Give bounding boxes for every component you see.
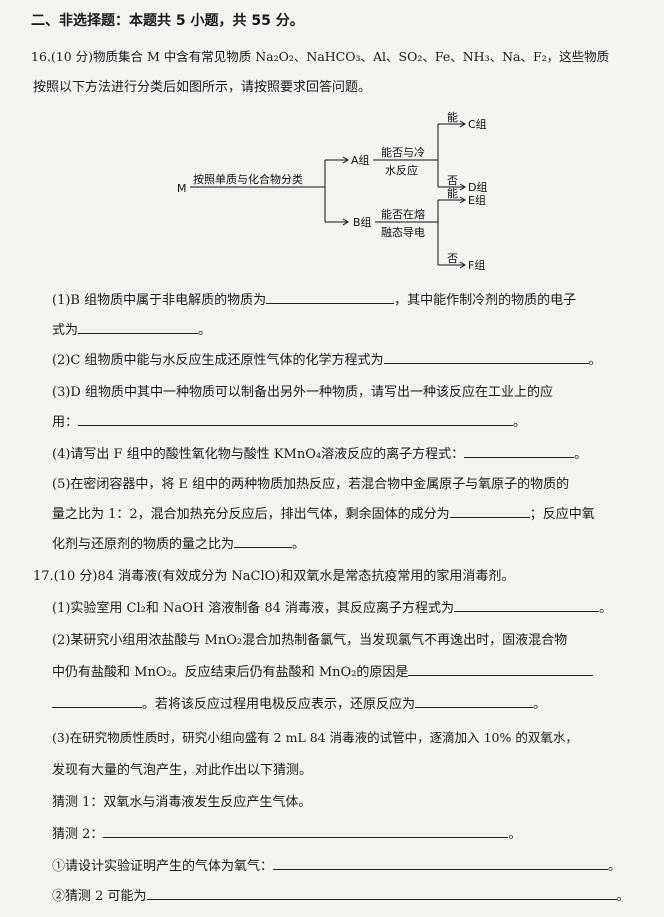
q17-part1-end: 。 [599, 601, 613, 616]
diagram-yes-label-a: 能 [447, 110, 458, 124]
q17-guess2-text: 猜测 2： [52, 827, 104, 842]
q17-stem: 17.(10 分)84 消毒液(有效成分为 NaClO)和双氧水是常态抗疫常用的… [33, 569, 515, 584]
q16-part5-text-c: ；反应中氧 [529, 507, 595, 522]
q17-part2-line2: 中仍有盐酸和 MnO₂。反应结束后仍有盐酸和 MnO₂的原因是 [52, 661, 594, 680]
diagram-group-c: C组 [468, 117, 487, 131]
q17-part1-text: (1)实验室用 Cl₂和 NaOH 溶液制备 84 消毒液，其反应离子方程式为 [52, 601, 455, 616]
q17-part2-line1: (2)某研究小组用浓盐酸与 MnO₂混合加热制备氯气，当发现氯气不再逸出时，固液… [52, 633, 568, 648]
q17-part2-end: 。 [533, 697, 547, 712]
answer-blank[interactable] [273, 857, 609, 870]
q16-part3-text: 用： [52, 415, 79, 430]
diagram-root-label: M [177, 182, 187, 195]
q17-guess2-end: 。 [508, 827, 522, 842]
q17-part1-line: (1)实验室用 Cl₂和 NaOH 溶液制备 84 消毒液，其反应离子方程式为 。 [52, 597, 612, 616]
answer-blank[interactable] [408, 663, 594, 676]
diagram-b-criterion-line1: 能否在熔 [381, 207, 425, 221]
q17-part2-text-c: 。若将该反应过程用电极反应表示，还原反应为 [142, 697, 416, 712]
q16-part5-line3: 化剂与还原剂的物质的量之比为 。 [52, 533, 305, 552]
section-title: 二、非选择题：本题共 5 小题，共 55 分。 [31, 13, 304, 29]
q17-guess1: 猜测 1：双氧水与消毒液发生反应产生气体。 [52, 795, 312, 810]
q16-part1-text-d: 。 [198, 323, 212, 338]
q16-part3-end: 。 [513, 415, 527, 430]
answer-blank[interactable] [383, 351, 589, 364]
q16-part1-text-a: (1)B 组物质中属于非电解质的物质为 [52, 293, 267, 308]
q16-stem-line1: 16.(10 分)物质集合 M 中含有常见物质 Na₂O₂、NaHCO₃、Al、… [31, 49, 610, 64]
q17-check1-line: ①请设计实验证明产生的气体为氧气： 。 [52, 855, 621, 874]
diagram-a-criterion-line1: 能否与冷 [381, 145, 425, 159]
q17-check2-text: ②猜测 2 可能为 [52, 889, 147, 904]
q16-part1-text-c: 式为 [52, 323, 79, 338]
q17-part2-line3: 。若将该反应过程用电极反应表示，还原反应为 。 [52, 693, 546, 712]
answer-blank[interactable] [52, 695, 142, 708]
q16-part4-line: (4)请写出 F 组中的酸性氧化物与酸性 KMnO₄溶液反应的离子方程式： 。 [52, 443, 587, 462]
answer-blank[interactable] [464, 445, 575, 458]
diagram-b-criterion-line2: 融态导电 [381, 226, 425, 239]
q16-stem-line2: 按照以下方法进行分类后如图所示，请按照要求回答问题。 [33, 80, 372, 95]
diagram-group-f: F组 [468, 258, 485, 272]
q16-part1-text-b: ，其中能作制冷剂的物质的电子 [394, 293, 577, 308]
answer-blank[interactable] [78, 321, 199, 334]
q17-check1-text: ①请设计实验证明产生的气体为氧气： [52, 859, 274, 874]
q17-check1-end: 。 [608, 859, 622, 874]
q16-part2-line: (2)C 组物质中能与水反应生成还原性气体的化学方程式为 。 [52, 349, 602, 368]
q17-check2-end: 。 [616, 889, 630, 904]
q16-part4-text: (4)请写出 F 组中的酸性氧化物与酸性 KMnO₄溶液反应的离子方程式： [52, 447, 465, 462]
q16-part3-line2: 用： 。 [52, 411, 526, 430]
diagram-a-criterion-line2: 水反应 [385, 163, 418, 177]
diagram-no-label-a: 否 [447, 174, 458, 187]
q16-part1-line2: 式为 。 [52, 319, 211, 338]
answer-blank[interactable] [449, 505, 530, 518]
answer-blank[interactable] [146, 887, 617, 900]
q16-part2-end: 。 [588, 353, 602, 368]
answer-blank[interactable] [415, 695, 534, 708]
answer-blank[interactable] [454, 599, 600, 612]
q16-part5-end: 。 [292, 537, 306, 552]
q17-part3-line1: (3)在研究物质性质时，研究小组向盛有 2 mL 84 消毒液的试管中，逐滴加入… [52, 730, 578, 745]
diagram-group-d: D组 [468, 180, 487, 194]
q17-part3-line2: 发现有大量的气泡产生，对此作出以下猜测。 [52, 763, 313, 778]
q17-check2-line: ②猜测 2 可能为 。 [52, 885, 630, 904]
q16-part1-line1: (1)B 组物质中属于非电解质的物质为 ，其中能作制冷剂的物质的电子 [52, 289, 576, 308]
answer-blank[interactable] [234, 535, 293, 548]
diagram-group-b: B组 [353, 215, 372, 229]
q16-part4-end: 。 [574, 447, 588, 462]
q17-guess2-line: 猜测 2： 。 [52, 823, 521, 842]
q16-part5-line1: (5)在密闭容器中，将 E 组中的两种物质加热反应，若混合物中金属原子与氧原子的… [52, 477, 570, 492]
q16-part5-text-b: 量之比为 1：2，混合加热充分反应后，排出气体，剩余固体的成分为 [52, 507, 450, 522]
diagram-root-edge-label: 按照单质与化合物分类 [193, 172, 303, 186]
answer-blank[interactable] [103, 825, 509, 838]
q16-part5-line2: 量之比为 1：2，混合加热充分反应后，排出气体，剩余固体的成分为 ；反应中氧 [52, 503, 595, 522]
answer-blank[interactable] [266, 291, 395, 304]
q16-part5-text-d: 化剂与还原剂的物质的量之比为 [52, 537, 235, 552]
q16-part3-line1: (3)D 组物质中其中一种物质可以制备出另外一种物质，请写出一种该反应在工业上的… [52, 385, 553, 400]
diagram-group-a: A组 [351, 153, 370, 167]
q16-part2-text: (2)C 组物质中能与水反应生成还原性气体的化学方程式为 [52, 353, 384, 368]
diagram-yes-label-b: 能 [447, 186, 458, 200]
q17-part2-text-b: 中仍有盐酸和 MnO₂。反应结束后仍有盐酸和 MnO₂的原因是 [52, 665, 409, 680]
diagram-no-label-b: 否 [447, 252, 458, 265]
answer-blank[interactable] [78, 413, 514, 426]
diagram-group-e: E组 [468, 193, 486, 207]
